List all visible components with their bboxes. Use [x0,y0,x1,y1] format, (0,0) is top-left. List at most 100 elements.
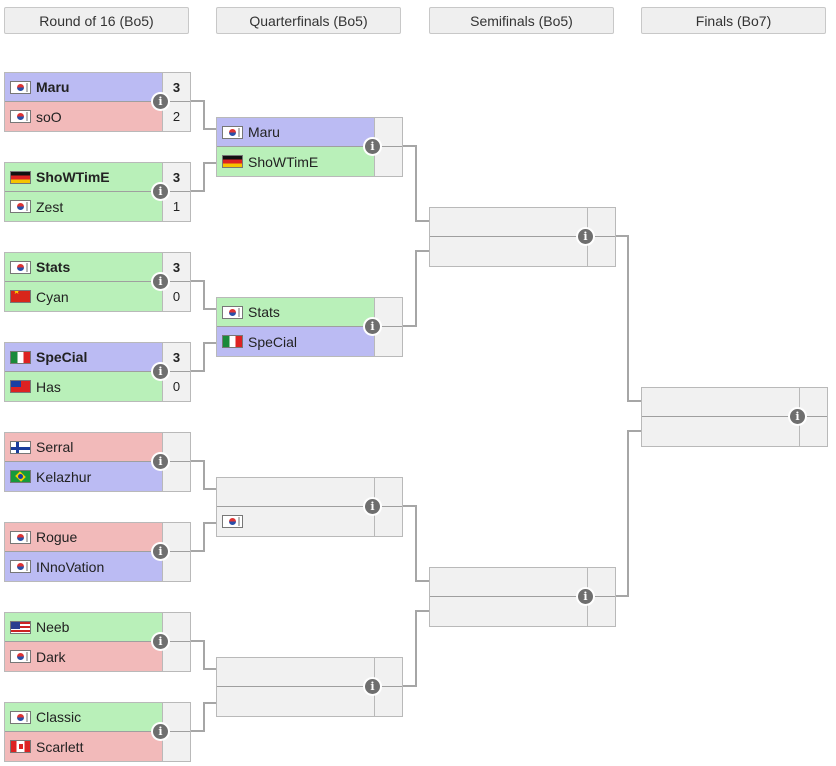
player-name[interactable]: Classic [36,709,82,725]
round-header: Quarterfinals (Bo5) [216,7,401,34]
player-slot[interactable]: INnoVation [5,552,162,581]
player-name[interactable]: Serral [36,439,74,455]
flag-kr-icon [10,560,31,573]
player-name[interactable]: ShoWTimE [36,169,110,185]
info-icon[interactable]: i [153,454,168,469]
player-name[interactable]: Stats [248,304,280,320]
flag-kr-icon [10,650,31,663]
player-name[interactable]: ShoWTimE [248,153,319,170]
info-icon[interactable]: i [153,184,168,199]
player-name[interactable]: INnoVation [36,558,105,575]
player-score [162,732,190,761]
info-icon[interactable]: i [578,229,593,244]
player-slot[interactable]: Stats [5,253,162,282]
flag-ca-icon [10,740,31,753]
player-score: 0 [162,282,190,311]
player-name[interactable]: Dark [36,648,66,665]
info-icon[interactable]: i [365,319,380,334]
player-score [162,462,190,491]
player-score [587,597,615,626]
info-icon[interactable]: i [153,544,168,559]
player-slot[interactable]: Scarlett [5,732,162,761]
player-slot[interactable] [217,658,374,687]
player-name[interactable]: Maru [248,124,280,140]
player-name[interactable]: Cyan [36,288,69,305]
player-slot[interactable]: SpeCial [5,343,162,372]
player-slot[interactable] [430,568,587,597]
player-name[interactable]: Zest [36,198,64,215]
info-icon[interactable]: i [153,724,168,739]
player-slot[interactable]: Cyan [5,282,162,311]
player-name[interactable]: Maru [36,79,70,95]
player-score [162,642,190,671]
player-name[interactable]: SpeCial [36,349,88,365]
player-slot[interactable] [217,687,374,716]
flag-kr-icon [222,125,243,139]
info-icon[interactable]: i [153,634,168,649]
player-name[interactable]: Stats [36,259,71,275]
player-slot[interactable]: Neeb [5,613,162,642]
flag-br-icon [10,470,31,483]
player-score [374,687,402,716]
info-icon[interactable]: i [153,274,168,289]
player-slot[interactable]: Has [5,372,162,401]
flag-de-icon [222,155,243,168]
flag-kr-icon [10,260,31,274]
player-slot[interactable] [430,208,587,237]
player-score [587,237,615,266]
info-icon[interactable]: i [153,94,168,109]
flag-kr-icon [10,80,31,94]
info-icon[interactable]: i [365,139,380,154]
player-name[interactable]: SpeCial [248,333,298,350]
flag-us-icon [10,620,31,634]
player-slot[interactable]: ShoWTimE [217,147,374,176]
player-slot[interactable]: Serral [5,433,162,462]
info-icon[interactable]: i [153,364,168,379]
player-score [162,552,190,581]
flag-fi-icon [10,440,31,454]
player-slot[interactable]: Stats [217,298,374,327]
player-slot[interactable] [217,507,374,536]
player-slot[interactable]: Kelazhur [5,462,162,491]
player-slot[interactable]: Zest [5,192,162,221]
player-name[interactable]: soO [36,108,62,125]
player-score: 3 [162,253,190,282]
player-name[interactable]: Rogue [36,529,78,545]
player-slot[interactable]: ShoWTimE [5,163,162,192]
player-slot[interactable]: Classic [5,703,162,732]
player-slot[interactable] [430,597,587,626]
player-slot[interactable]: soO [5,102,162,131]
player-slot[interactable]: Dark [5,642,162,671]
round-header: Finals (Bo7) [641,7,826,34]
info-icon[interactable]: i [578,589,593,604]
player-name[interactable]: Kelazhur [36,468,92,485]
player-slot[interactable] [642,388,799,417]
player-slot[interactable]: Rogue [5,523,162,552]
player-slot[interactable]: Maru [5,73,162,102]
match-box[interactable] [216,477,403,537]
player-name[interactable]: Scarlett [36,738,84,755]
info-icon[interactable]: i [365,499,380,514]
player-slot[interactable] [217,478,374,507]
player-slot[interactable] [642,417,799,446]
info-icon[interactable]: i [365,679,380,694]
flag-tw-icon [10,380,31,393]
flag-kr-icon [10,530,31,544]
player-score [374,507,402,536]
player-score [374,327,402,356]
flag-mx-icon [10,350,31,364]
info-icon[interactable]: i [790,409,805,424]
player-name[interactable]: Neeb [36,619,70,635]
player-slot[interactable]: Maru [217,118,374,147]
player-name[interactable]: Has [36,378,61,395]
player-slot[interactable]: SpeCial [217,327,374,356]
player-slot[interactable] [430,237,587,266]
flag-kr-icon [10,110,31,123]
flag-kr-icon [222,305,243,319]
